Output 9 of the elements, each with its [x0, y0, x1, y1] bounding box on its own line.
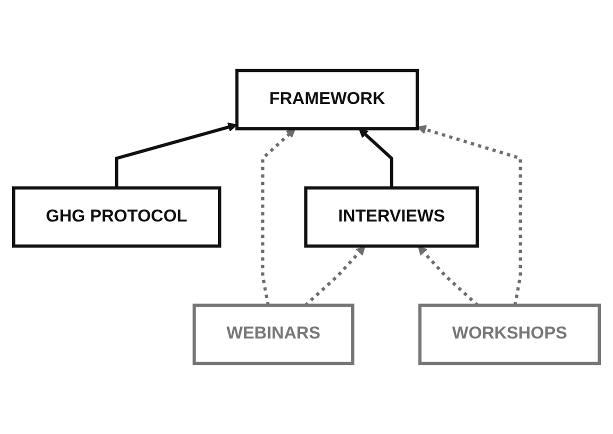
node-box: FRAMEWORK — [235, 68, 419, 130]
node-box: WORKSHOPS — [418, 304, 601, 366]
arrow — [416, 124, 522, 306]
node-box: INTERVIEWS — [304, 186, 479, 248]
node-box: WEBINARS — [192, 304, 354, 366]
node-box: GHG PROTOCOL — [12, 186, 222, 248]
arrow — [261, 128, 296, 306]
arrow — [115, 122, 238, 188]
arrow — [358, 128, 394, 188]
